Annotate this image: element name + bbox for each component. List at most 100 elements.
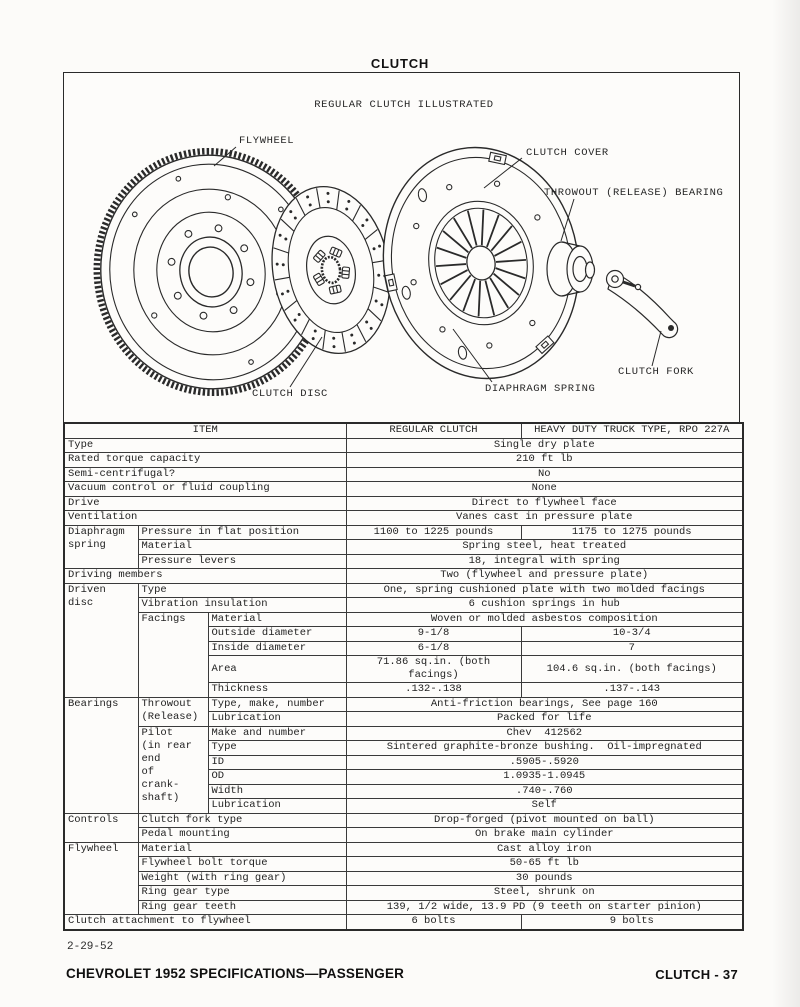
column-header: HEAVY DUTY TRUCK TYPE, RPO 227A (520, 422, 744, 439)
table-cell: Type (137, 582, 347, 598)
flywheel-bolt-holes (131, 175, 284, 365)
leader-clutch-cover (483, 157, 523, 189)
table-cell: Two (flywheel and pressure plate) (345, 568, 744, 584)
table-row: Weight (with ring gear)30 pounds (64, 870, 744, 886)
table-cell: Anti-friction bearings, See page 160 (345, 696, 744, 712)
figure-box: REGULAR CLUTCH ILLUSTRATED (63, 72, 740, 424)
table-cell: Facings (137, 611, 209, 698)
table-cell: Bearings (63, 696, 139, 814)
leader-diaphragm-spring (452, 328, 493, 383)
throwout-bearing-drawing (546, 241, 596, 297)
table-cell: Pedal mounting (137, 827, 347, 843)
table-cell: Cast alloy iron (345, 841, 744, 857)
leader-clutch-fork (651, 330, 662, 367)
table-cell: Drop-forged (pivot mounted on ball) (345, 812, 744, 828)
table-cell: Material (207, 611, 347, 627)
table-cell: Vacuum control or fluid coupling (63, 481, 347, 497)
table-cell: 1.0935-1.0945 (345, 769, 744, 785)
table-cell: Direct to flywheel face (345, 495, 744, 511)
table-cell: Woven or molded asbestos composition (345, 611, 744, 627)
leader-clutch-disc (289, 336, 323, 388)
table-cell: 18, integral with spring (345, 553, 744, 569)
table-cell: Single dry plate (345, 437, 744, 453)
cover-fingers (435, 209, 527, 317)
disc-springs (313, 246, 351, 295)
label-clutch-fork: CLUTCH FORK (618, 366, 694, 378)
table-cell: .137-.143 (520, 682, 744, 698)
table-cell: Clutch fork type (137, 812, 347, 828)
table-cell: 6 bolts (345, 914, 522, 930)
label-clutch-disc: CLUTCH DISC (252, 388, 328, 400)
table-cell: Chev 412562 (345, 725, 744, 741)
table-cell: Type, make, number (207, 696, 347, 712)
label-flywheel: FLYWHEEL (239, 135, 294, 147)
table-cell: Packed for life (345, 711, 744, 727)
table-cell: .132-.138 (345, 682, 522, 698)
table-cell: 139, 1/2 wide, 13.9 PD (9 teeth on start… (345, 899, 744, 915)
table-row: Semi-centrifugal?No (63, 466, 744, 482)
clutch-disc-drawing (271, 186, 391, 354)
label-diaphragm-spring: DIAPHRAGM SPRING (485, 383, 595, 395)
table-cell: 9-1/8 (345, 626, 522, 642)
table-cell: 50-65 ft lb (345, 856, 744, 872)
table-cell: Driving members (63, 568, 347, 584)
table-cell: .5905-.5920 (345, 754, 744, 770)
table-cell: Area (207, 655, 347, 683)
table-cell: 6 cushion springs in hub (345, 597, 744, 613)
table-row: Pilot (in rear end of crank- shaft)Make … (64, 725, 744, 814)
table-cell: No (345, 466, 744, 482)
table-cell: Vibration insulation (137, 597, 347, 613)
table-cell: Sintered graphite-bronze bushing. Oil-im… (345, 740, 744, 756)
cover-lugs (384, 151, 555, 355)
label-clutch-cover: CLUTCH COVER (526, 147, 609, 159)
page-title: CLUTCH (370, 56, 430, 71)
table-cell: Steel, shrunk on (345, 885, 744, 901)
table-cell: Self (345, 798, 744, 814)
label-throwout-bearing: THROWOUT (RELEASE) BEARING (544, 187, 723, 199)
table-cell: OD (207, 769, 347, 785)
cover-bolt-holes (401, 180, 555, 360)
table-cell: None (345, 481, 744, 497)
table-cell: Ring gear teeth (137, 899, 347, 915)
table-cell: Vanes cast in pressure plate (345, 510, 744, 526)
table-cell: 210 ft lb (345, 452, 744, 468)
table-cell: Outside diameter (207, 626, 347, 642)
table-cell: Flywheel (63, 841, 139, 915)
table-cell: 10-3/4 (520, 626, 744, 642)
table-cell: Throwout (Release) (137, 696, 209, 727)
table-cell: Diaphragm spring (63, 524, 139, 569)
table-cell: Lubrication (207, 798, 347, 814)
clutch-fork-drawing (605, 269, 679, 339)
figure-caption: REGULAR CLUTCH ILLUSTRATED (314, 99, 493, 111)
table-cell: .740-.760 (345, 783, 744, 799)
table-cell: Pressure levers (137, 553, 347, 569)
table-cell: Width (207, 783, 347, 799)
table-cell: Drive (63, 495, 347, 511)
table-cell: 7 (520, 640, 744, 656)
table-cell: Semi-centrifugal? (63, 466, 347, 482)
table-cell: Make and number (207, 725, 347, 741)
footer-title: CHEVROLET 1952 SPECIFICATIONS—PASSENGER (66, 966, 405, 981)
table-cell: 1100 to 1225 pounds (345, 524, 522, 540)
table-cell: Lubrication (207, 711, 347, 727)
